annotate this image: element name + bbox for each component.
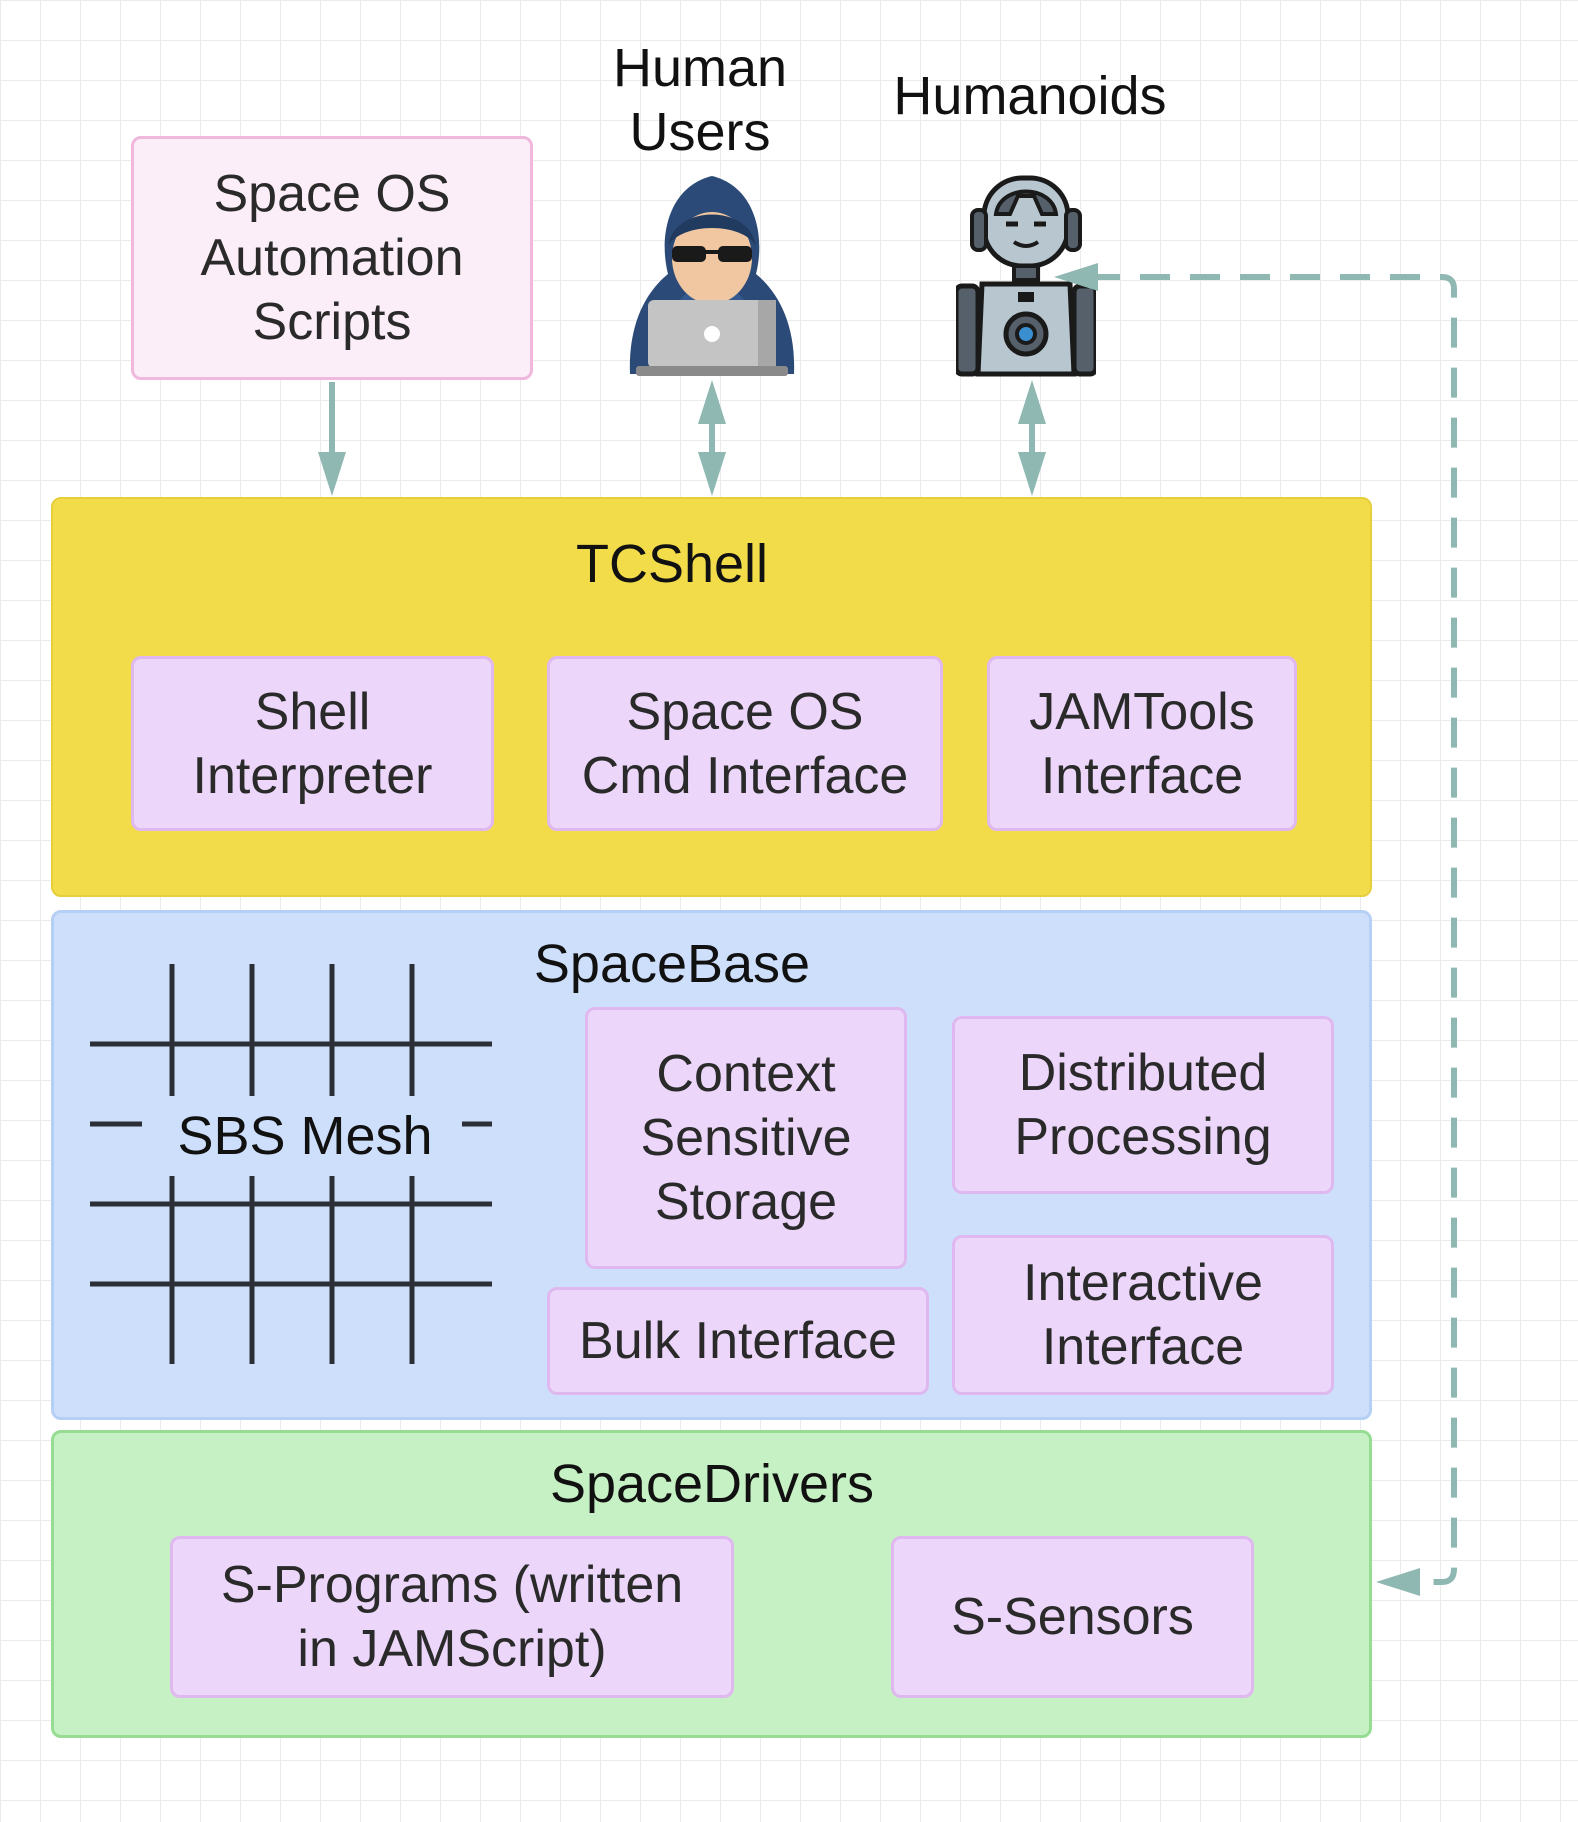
bulk-interface-box[interactable]: Bulk Interface: [547, 1287, 929, 1395]
distributed-processing-box[interactable]: Distributed Processing: [952, 1016, 1334, 1194]
spacedrivers-title: SpaceDrivers: [549, 1454, 875, 1514]
automation-scripts-box[interactable]: Space OS Automation Scripts: [131, 136, 533, 380]
grid-mesh-icon: [90, 964, 495, 1364]
shell-interpreter-box[interactable]: Shell Interpreter: [131, 656, 494, 831]
spacebase-title: SpaceBase: [533, 934, 811, 994]
hooded-hacker-with-laptop-icon: [618, 174, 806, 378]
space-os-cmd-interface-box[interactable]: Space OS Cmd Interface: [547, 656, 943, 831]
context-sensitive-storage-box[interactable]: Context Sensitive Storage: [585, 1007, 907, 1269]
robot-icon: [956, 174, 1096, 378]
s-programs-box[interactable]: S-Programs (written in JAMScript): [170, 1536, 734, 1698]
sbs-mesh-label: SBS Mesh: [177, 1106, 433, 1166]
tcshell-title: TCShell: [575, 534, 769, 594]
humanoids-label: Humanoids: [893, 66, 1167, 126]
jamtools-interface-box[interactable]: JAMTools Interface: [987, 656, 1297, 831]
human-users-label: Human Users: [612, 38, 788, 162]
s-sensors-box[interactable]: S-Sensors: [891, 1536, 1254, 1698]
interactive-interface-box[interactable]: Interactive Interface: [952, 1235, 1334, 1395]
